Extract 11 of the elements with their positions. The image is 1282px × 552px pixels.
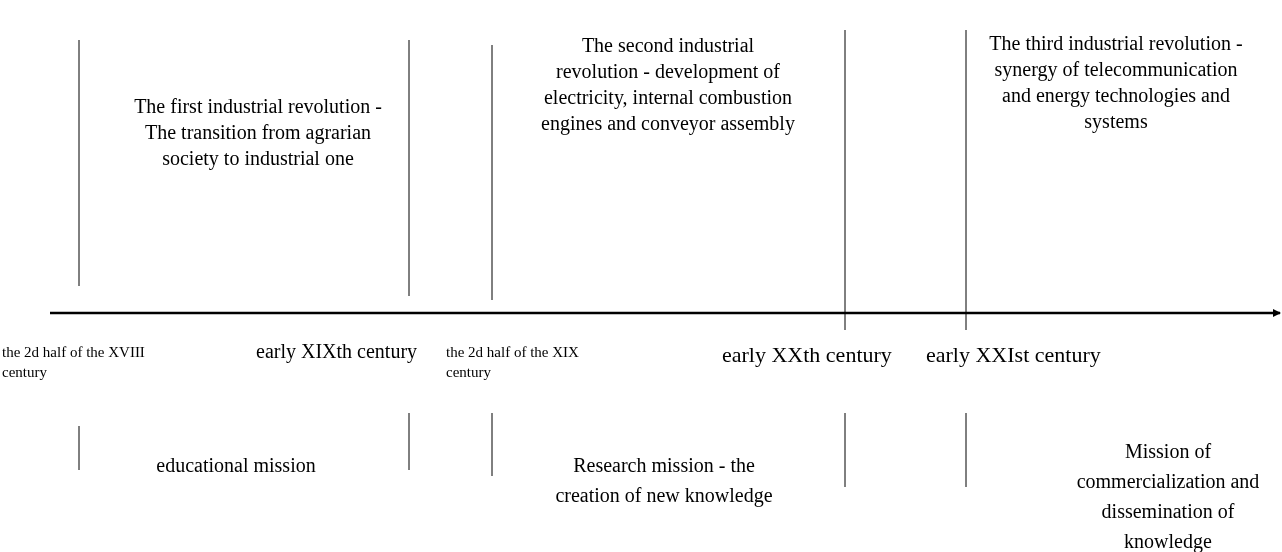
period-label: the 2d half of the XIX century xyxy=(446,343,580,382)
mission-label: Mission of commercialization and dissemination of knowledge xyxy=(1075,439,1261,552)
era-description: The third industrial revolution - synergy of telecommunication and energy technologies and systems xyxy=(988,31,1244,134)
period-label: early XXIst century xyxy=(926,341,1102,369)
period-label: the 2d half of the XVIII century xyxy=(2,343,146,382)
era-description: The second industrial revolution - development of electricity, internal combustion engines and conveyor assembly xyxy=(540,33,796,136)
mission-label: Research mission - the creation of new knowledge xyxy=(554,453,774,509)
era-description: The first industrial revolution - The transition from agrarian society to industrial one xyxy=(133,94,383,171)
mission-label: educational mission xyxy=(155,453,317,478)
period-label: early XIXth century xyxy=(256,339,419,364)
period-label: early XXth century xyxy=(722,341,893,369)
